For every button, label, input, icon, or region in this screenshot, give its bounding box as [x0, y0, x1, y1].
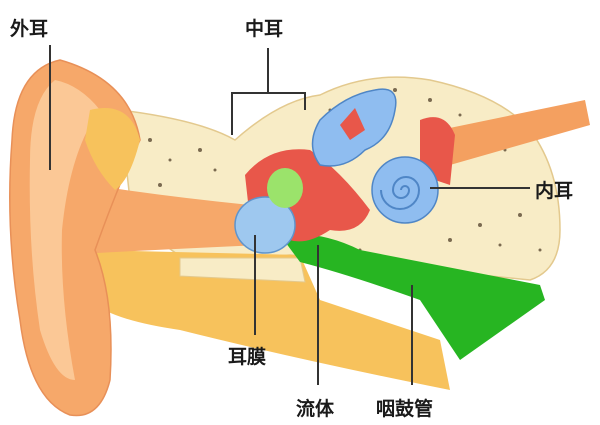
auditory-nerve [440, 100, 590, 165]
cochlea [371, 156, 439, 224]
label-outer-ear: 外耳 [10, 18, 49, 40]
ossicles [267, 168, 303, 208]
canal-lower-wall [90, 250, 450, 390]
leader-lines [49, 45, 530, 385]
canal-lower-bone [179, 257, 306, 283]
eardrum-shape [234, 196, 296, 254]
label-eardrum: 耳膜 [228, 346, 267, 368]
label-inner-ear: 内耳 [535, 180, 574, 202]
cochlea-spiral [380, 176, 421, 210]
label-fluid: 流体 [296, 398, 335, 420]
pinna-highlight [29, 80, 100, 380]
label-eustachian-tube: 咽鼓管 [376, 398, 434, 420]
label-middle-ear: 中耳 [245, 18, 284, 40]
canal-inner [340, 108, 365, 140]
concha [85, 108, 140, 190]
